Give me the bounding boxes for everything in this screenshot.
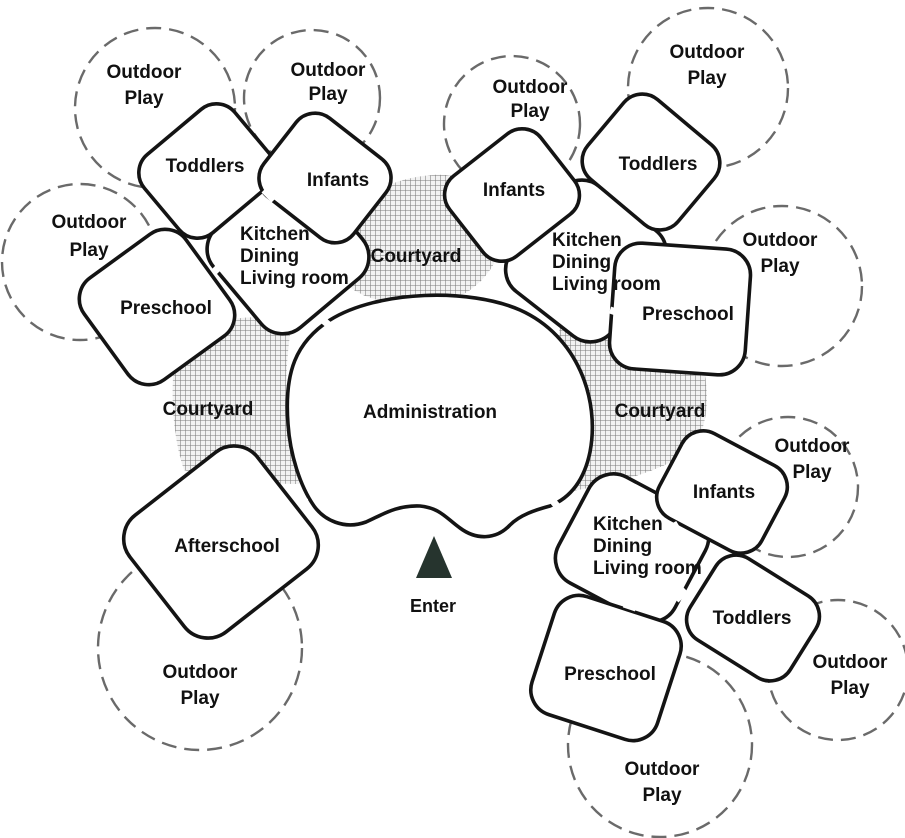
label-ne-preschool: Preschool bbox=[642, 304, 734, 325]
administration-hub bbox=[285, 293, 595, 539]
label-nw-toddlers: Toddlers bbox=[166, 156, 245, 177]
label-courtyard-west: Courtyard bbox=[163, 399, 254, 420]
se-preschool-room bbox=[529, 593, 683, 743]
se-infants-room bbox=[654, 429, 790, 555]
outdoor-play-ne-preschool bbox=[700, 204, 864, 368]
entrance-arrow-icon bbox=[416, 536, 452, 578]
nw-toddlers-room bbox=[137, 102, 277, 240]
cluster-northeast bbox=[442, 92, 753, 377]
doorways bbox=[211, 183, 689, 612]
label-afterschool: Afterschool bbox=[174, 536, 280, 557]
label-ne-infants: Infants bbox=[483, 180, 545, 201]
afterschool-room bbox=[121, 444, 321, 640]
nw-preschool-room bbox=[77, 227, 237, 387]
ne-preschool-room bbox=[607, 241, 753, 377]
cluster-northwest bbox=[77, 102, 393, 387]
courtyard-west bbox=[172, 317, 300, 484]
outdoor-play-se-preschool bbox=[566, 651, 754, 838]
ne-infants-room bbox=[442, 126, 582, 264]
label-se-preschool: Preschool bbox=[564, 664, 656, 685]
se-toddlers-room bbox=[684, 553, 822, 683]
label-courtyard-north: Courtyard bbox=[371, 246, 462, 267]
cluster-southeast bbox=[529, 429, 822, 743]
label-se-infants: Infants bbox=[693, 482, 755, 503]
label-nw-infants: Infants bbox=[307, 170, 369, 191]
outdoor-play-afterschool bbox=[96, 544, 304, 752]
label-administration: Administration bbox=[363, 402, 497, 423]
ne-toddlers-room bbox=[580, 92, 722, 232]
label-courtyard-east: Courtyard bbox=[615, 401, 706, 422]
label-se-toddlers: Toddlers bbox=[713, 608, 792, 629]
label-nw-preschool: Preschool bbox=[120, 298, 212, 319]
nw-infants-room bbox=[257, 111, 393, 245]
label-enter: Enter bbox=[410, 596, 456, 616]
label-ne-toddlers: Toddlers bbox=[619, 154, 698, 175]
